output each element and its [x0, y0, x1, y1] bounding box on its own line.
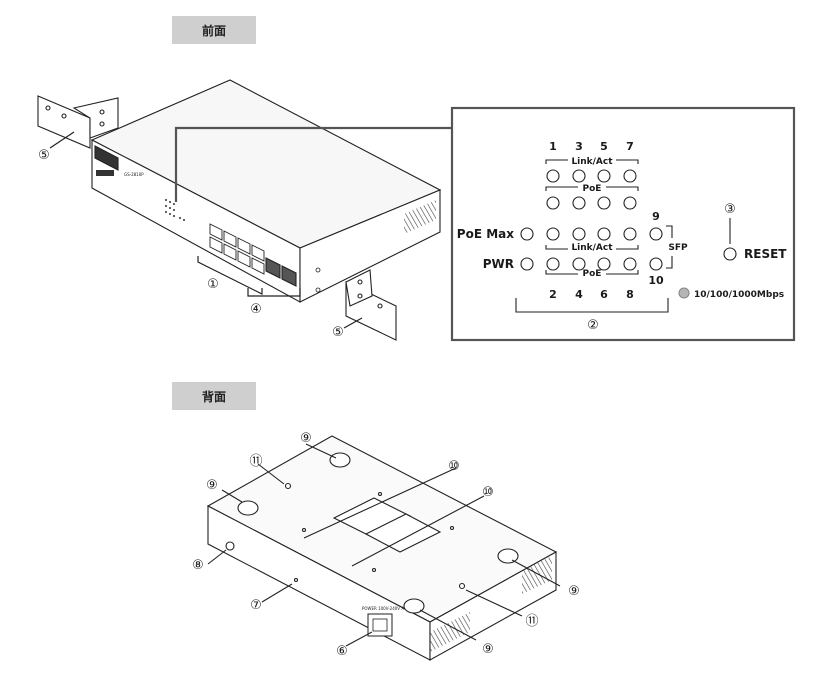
reset-button: [723, 247, 737, 261]
poe-label: PoE: [583, 269, 602, 279]
callout-11: ⑪: [525, 614, 538, 629]
sfp-port-number: 9: [652, 210, 660, 223]
switch-front-view: GS-2810P: [90, 79, 442, 303]
link-act-label: Link/Act: [571, 157, 613, 167]
port-number: 2: [549, 288, 557, 301]
port-number: 8: [626, 288, 634, 301]
callout-9: ⑨: [568, 584, 580, 599]
port-number: 6: [600, 288, 608, 301]
svg-text:POWER 100V-240V AC: POWER 100V-240V AC: [362, 606, 407, 611]
callout-1: ①: [207, 277, 219, 292]
port-number: 7: [626, 140, 634, 153]
callout-8: ⑧: [192, 558, 204, 573]
front-section-tab: 前面: [172, 16, 256, 44]
switch-bottom-view: POWER 100V-240V AC: [206, 435, 558, 661]
speed-legend: 10/100/1000Mbps: [694, 290, 784, 300]
callout-5-right: ⑤: [332, 325, 344, 340]
callout-4: ④: [250, 302, 262, 317]
sfp-label: SFP: [668, 243, 688, 253]
bracket-sfp-4: [247, 288, 301, 297]
port-number: 5: [600, 140, 608, 153]
rack-bracket-left: [37, 95, 119, 149]
pwr-label: PWR: [483, 257, 514, 271]
callout-3: ③: [724, 202, 736, 217]
led-panel-labels: 1 3 5 7 2 4 6 8 9 10: [549, 140, 664, 301]
back-section-tab: 背面: [172, 382, 256, 410]
poe-label: PoE: [583, 184, 602, 194]
rack-bracket-right: [345, 269, 397, 341]
callout-11: ⑪: [249, 454, 262, 469]
callout-9: ⑨: [482, 642, 494, 657]
reset-label: RESET: [744, 247, 787, 261]
callout-9: ⑨: [300, 431, 312, 446]
port-number: 1: [549, 140, 557, 153]
speed-led: [678, 287, 690, 299]
callout-2: ②: [587, 318, 599, 333]
callout-6: ⑥: [336, 644, 348, 659]
led-indicators: [520, 169, 737, 299]
link-act-label: Link/Act: [571, 243, 613, 253]
callout-5-left: ⑤: [38, 148, 50, 163]
port-number: 4: [575, 288, 583, 301]
callout-7: ⑦: [250, 598, 262, 613]
port-number: 3: [575, 140, 583, 153]
callout-9: ⑨: [206, 478, 218, 493]
sfp-port-number: 10: [648, 274, 664, 287]
bracket-ports-1: [197, 256, 263, 295]
svg-text:GS-2810P: GS-2810P: [124, 172, 144, 177]
callout-10: ⑩: [482, 485, 494, 500]
poe-max-label: PoE Max: [457, 227, 514, 241]
led-detail-panel: [450, 106, 796, 342]
callout-10: ⑩: [448, 459, 460, 474]
